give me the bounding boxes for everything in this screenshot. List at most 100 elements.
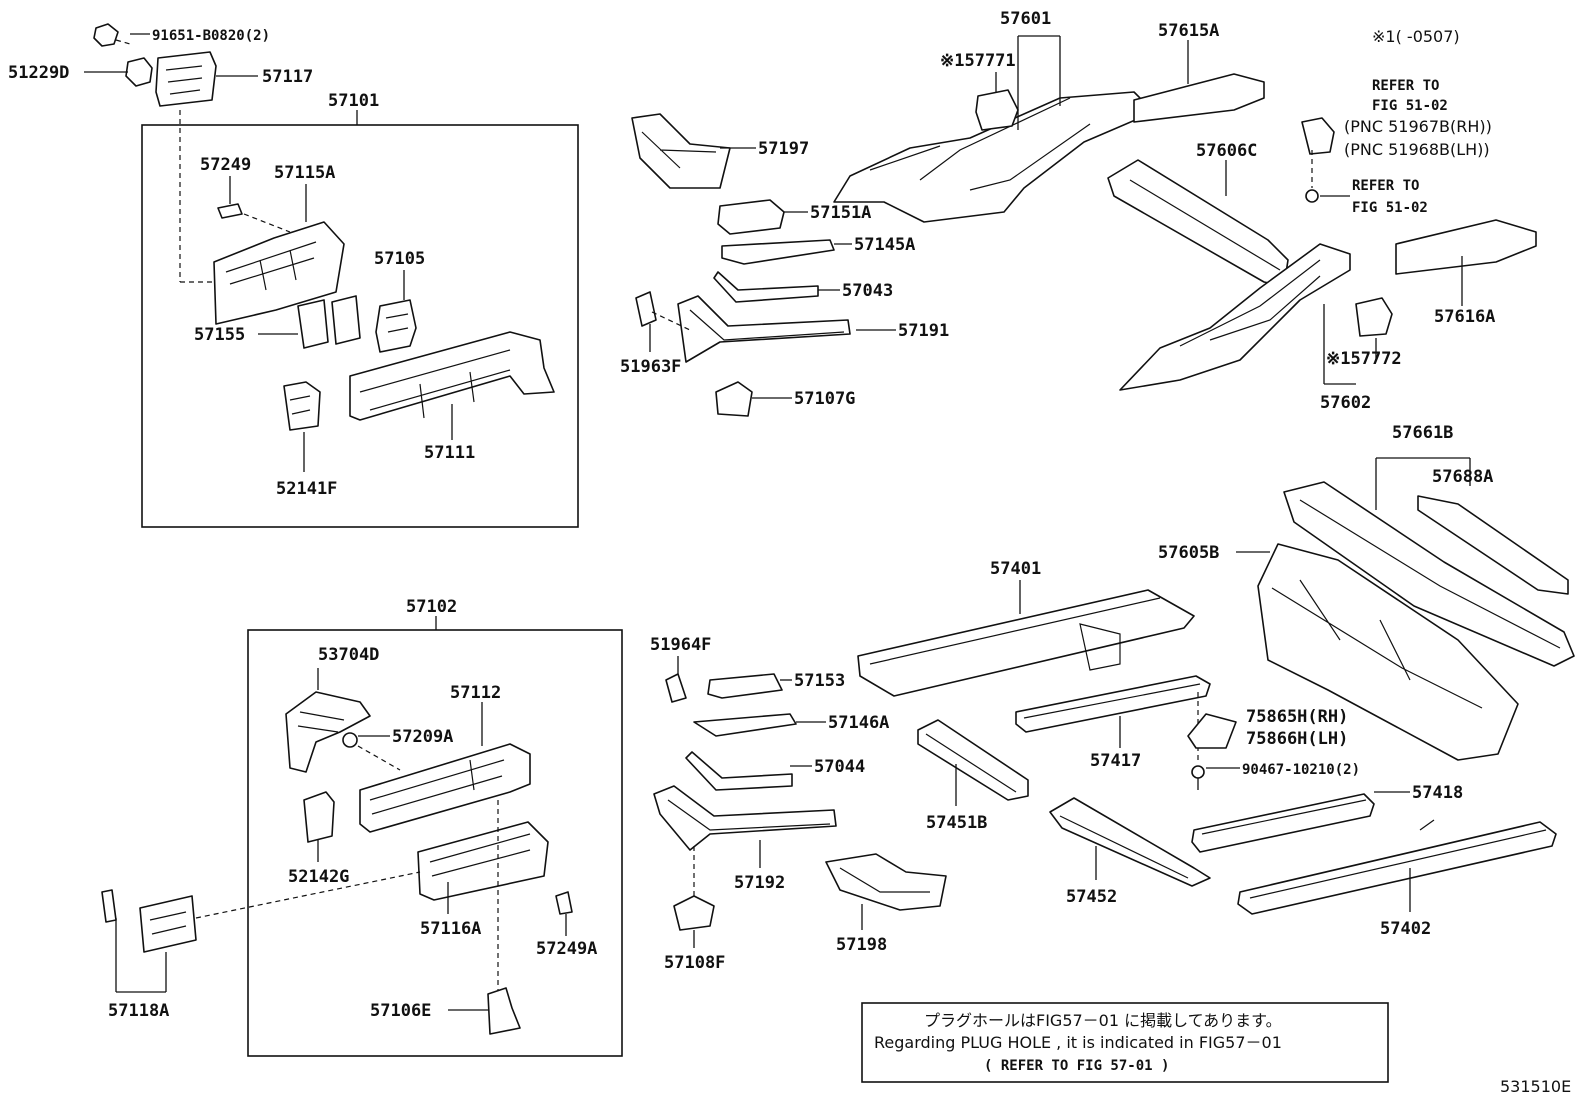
label-57606C[interactable]: 57606C bbox=[1196, 141, 1257, 161]
part-57108F-bracket[interactable] bbox=[673, 895, 715, 931]
label-57249[interactable]: 57249 bbox=[200, 155, 251, 175]
part-57115A-reinforcement[interactable] bbox=[213, 221, 345, 325]
part-57602-front-frame-assembly[interactable] bbox=[1119, 243, 1351, 391]
label-52141F[interactable]: 52141F bbox=[276, 479, 337, 499]
label-57209A[interactable]: 57209A bbox=[392, 727, 453, 747]
label-57772[interactable]: ※157772 bbox=[1326, 349, 1402, 369]
part-57192-side-member[interactable] bbox=[653, 785, 837, 851]
refer-to-top-line2[interactable]: FIG 51-02 bbox=[1372, 98, 1448, 114]
part-57401-cross-member[interactable] bbox=[857, 589, 1195, 697]
label-57107G[interactable]: 57107G bbox=[794, 389, 855, 409]
label-57688A[interactable]: 57688A bbox=[1432, 467, 1493, 487]
label-57197[interactable]: 57197 bbox=[758, 139, 809, 159]
label-57417[interactable]: 57417 bbox=[1090, 751, 1141, 771]
part-57153-bracket[interactable] bbox=[707, 673, 783, 699]
label-57155[interactable]: 57155 bbox=[194, 325, 245, 345]
part-90467-clip[interactable] bbox=[1191, 765, 1205, 790]
label-90467-10210[interactable]: 90467-10210(2) bbox=[1242, 762, 1360, 778]
label-57118A[interactable]: 57118A bbox=[108, 1001, 169, 1021]
label-52142G[interactable]: 52142G bbox=[288, 867, 349, 887]
label-51964F[interactable]: 51964F bbox=[650, 635, 711, 655]
part-57249A-clip[interactable] bbox=[555, 891, 573, 915]
part-53704D-bracket[interactable] bbox=[285, 691, 371, 773]
part-57191-side-member[interactable] bbox=[677, 295, 851, 363]
label-51963F[interactable]: 51963F bbox=[620, 357, 681, 377]
label-57418[interactable]: 57418 bbox=[1412, 783, 1463, 803]
part-57615A-rail[interactable] bbox=[1133, 73, 1265, 123]
part-52141F-bracket[interactable] bbox=[283, 381, 321, 431]
part-57418-rail[interactable] bbox=[1191, 793, 1375, 853]
label-57106E[interactable]: 57106E bbox=[370, 1001, 431, 1021]
label-57153[interactable]: 57153 bbox=[794, 671, 845, 691]
label-57601[interactable]: 57601 bbox=[1000, 9, 1051, 29]
part-57112-frame-rail[interactable] bbox=[359, 743, 531, 833]
label-57108F[interactable]: 57108F bbox=[664, 953, 725, 973]
part-57605B-floor-pan[interactable] bbox=[1257, 543, 1519, 761]
part-57107G-bracket[interactable] bbox=[715, 381, 753, 417]
part-51964F-gusset[interactable] bbox=[665, 673, 687, 703]
label-57043[interactable]: 57043 bbox=[842, 281, 893, 301]
label-57115A[interactable]: 57115A bbox=[274, 163, 335, 183]
part-57044-member[interactable] bbox=[685, 751, 793, 791]
label-57116A[interactable]: 57116A bbox=[420, 919, 481, 939]
part-57688A-reinforcement[interactable] bbox=[1417, 495, 1569, 595]
part-57146A-plate[interactable] bbox=[693, 713, 797, 737]
label-57044[interactable]: 57044 bbox=[814, 757, 865, 777]
label-57602[interactable]: 57602 bbox=[1320, 393, 1371, 413]
label-57146A[interactable]: 57146A bbox=[828, 713, 889, 733]
label-53704D[interactable]: 53704D bbox=[318, 645, 379, 665]
part-51967B-bracket[interactable] bbox=[1301, 117, 1335, 203]
label-91651-B0820[interactable]: 91651-B0820(2) bbox=[152, 28, 270, 44]
label-57192[interactable]: 57192 bbox=[734, 873, 785, 893]
part-57452-cross-member[interactable] bbox=[1049, 797, 1211, 887]
part-57402-cross-member[interactable] bbox=[1237, 819, 1557, 915]
part-51963F-gusset[interactable] bbox=[635, 291, 691, 331]
part-57155-brackets[interactable] bbox=[297, 295, 361, 349]
part-91651-bolt[interactable] bbox=[93, 23, 131, 47]
part-57616A-rail[interactable] bbox=[1395, 219, 1537, 275]
part-57209A-bolt[interactable] bbox=[342, 732, 401, 771]
label-57249A[interactable]: 57249A bbox=[536, 939, 597, 959]
label-57145A[interactable]: 57145A bbox=[854, 235, 915, 255]
label-75865H[interactable]: 75865H(RH) bbox=[1246, 707, 1348, 727]
label-57117[interactable]: 57117 bbox=[262, 67, 313, 87]
label-57151A[interactable]: 57151A bbox=[810, 203, 871, 223]
part-57116A-reinforcement[interactable] bbox=[417, 821, 549, 901]
group-57101-label[interactable]: 57101 bbox=[328, 91, 379, 111]
part-51229D-nut[interactable] bbox=[125, 57, 153, 87]
label-57401[interactable]: 57401 bbox=[990, 559, 1041, 579]
part-57771-mount[interactable] bbox=[975, 89, 1019, 131]
label-57111[interactable]: 57111 bbox=[424, 443, 475, 463]
part-57606C-cross-member[interactable] bbox=[1107, 159, 1289, 287]
part-57601-front-frame-assembly[interactable] bbox=[833, 91, 1155, 223]
label-57451B[interactable]: 57451B bbox=[926, 813, 987, 833]
part-75865H-bracket[interactable] bbox=[1187, 713, 1237, 749]
part-57117-bracket[interactable] bbox=[155, 51, 217, 107]
label-57771[interactable]: ※157771 bbox=[940, 51, 1016, 71]
part-57151A-bracket[interactable] bbox=[717, 199, 785, 235]
part-57111-frame-rail[interactable] bbox=[349, 331, 555, 421]
part-57417-rail[interactable] bbox=[1015, 675, 1211, 733]
label-57402[interactable]: 57402 bbox=[1380, 919, 1431, 939]
part-57451B-cross-member[interactable] bbox=[917, 719, 1029, 801]
part-57105-bracket[interactable] bbox=[375, 299, 417, 353]
part-57197-apron[interactable] bbox=[631, 113, 731, 189]
group-57102-label[interactable]: 57102 bbox=[406, 597, 457, 617]
label-57112[interactable]: 57112 bbox=[450, 683, 501, 703]
label-57191[interactable]: 57191 bbox=[898, 321, 949, 341]
label-57661B[interactable]: 57661B bbox=[1392, 423, 1453, 443]
label-57452[interactable]: 57452 bbox=[1066, 887, 1117, 907]
part-57106E-bracket[interactable] bbox=[487, 987, 521, 1035]
part-57249-clip[interactable] bbox=[217, 203, 243, 219]
label-57615A[interactable]: 57615A bbox=[1158, 21, 1219, 41]
part-57772-mount[interactable] bbox=[1355, 297, 1393, 337]
part-52142G-bracket[interactable] bbox=[303, 791, 335, 843]
label-51229D[interactable]: 51229D bbox=[8, 63, 69, 83]
refer-to-mid-line2[interactable]: FIG 51-02 bbox=[1352, 200, 1428, 216]
label-57105[interactable]: 57105 bbox=[374, 249, 425, 269]
label-57198[interactable]: 57198 bbox=[836, 935, 887, 955]
label-57616A[interactable]: 57616A bbox=[1434, 307, 1495, 327]
part-57661B-floor-assembly[interactable] bbox=[1283, 481, 1575, 667]
part-57043-member[interactable] bbox=[713, 271, 819, 303]
part-57145A-plate[interactable] bbox=[721, 239, 835, 265]
